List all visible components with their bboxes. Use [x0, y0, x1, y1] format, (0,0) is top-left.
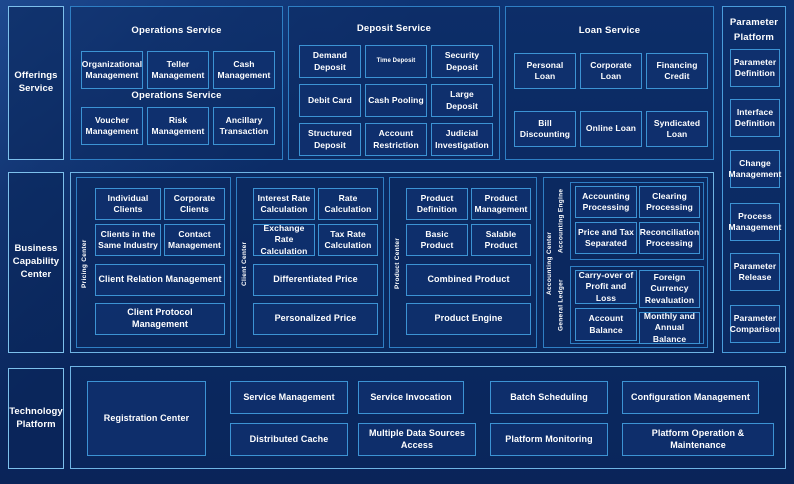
cell-individual-clients[interactable]: Individual Clients [95, 188, 161, 220]
cell-cash-pooling[interactable]: Cash Pooling [365, 84, 427, 117]
cell-clients-in-the-same-industry[interactable]: Clients in the Same Industry [95, 224, 161, 256]
cell-interest-rate-calculation[interactable]: Interest Rate Calculation [253, 188, 315, 220]
cell-syndicated-loan[interactable]: Syndicated Loan [646, 111, 708, 147]
cell-security-deposit[interactable]: Security Deposit [431, 45, 493, 78]
cell-carry-over-of-profit-and-loss[interactable]: Carry-over of Profit and Loss [575, 270, 637, 304]
sidelabel-business-capability-center-text: Business Capability Center [12, 243, 60, 280]
cell-service-invocation[interactable]: Service Invocation [358, 381, 464, 414]
cell-demand-deposit[interactable]: Demand Deposit [299, 45, 361, 78]
cell-bill-discounting[interactable]: Bill Discounting [514, 111, 576, 147]
group-loan-service[interactable]: Loan Service Personal Loan Corporate Loa… [505, 6, 714, 160]
sidelabel-technology-platform-text: Technology Platform [9, 405, 63, 430]
group-operations-service-title: Operations Service [131, 25, 222, 36]
cell-price-and-tax-separated[interactable]: Price and Tax Separated [575, 222, 637, 254]
cell-reconciliation-processing[interactable]: Reconciliation Processing [639, 222, 700, 254]
cell-service-management[interactable]: Service Management [230, 381, 348, 414]
cell-large-deposit[interactable]: Large Deposit [431, 84, 493, 117]
cell-online-loan[interactable]: Online Loan [580, 111, 642, 147]
vlabel-accounting-center: Accounting Center [546, 231, 553, 296]
cell-platform-monitoring[interactable]: Platform Monitoring [490, 423, 608, 456]
cell-clearing-processing[interactable]: Clearing Processing [639, 186, 700, 218]
sidelabel-technology-platform[interactable]: Technology Platform [8, 368, 64, 469]
cell-account-balance[interactable]: Account Balance [575, 308, 637, 341]
cell-client-relation-management[interactable]: Client Relation Management [95, 264, 225, 296]
cell-client-protocol-management[interactable]: Client Protocol Management [95, 303, 225, 335]
cell-monthly-and-annual-balance[interactable]: Monthly and Annual Balance [639, 311, 700, 344]
cell-batch-scheduling[interactable]: Batch Scheduling [490, 381, 608, 414]
cell-risk-management[interactable]: Risk Management [147, 107, 209, 145]
cell-distributed-cache[interactable]: Distributed Cache [230, 423, 348, 456]
cell-parameter-comparison[interactable]: Parameter Comparison [730, 305, 780, 343]
cell-teller-management[interactable]: Teller Management [147, 51, 209, 89]
sidelabel-offerings-service-text: Offerings Service [14, 70, 58, 94]
cell-tax-rate-calculation[interactable]: Tax Rate Calculation [318, 224, 378, 256]
group-operations-service[interactable]: Operations Service Operations Service Or… [70, 6, 283, 160]
group-client-center[interactable]: Client Center Interest Rate Calculation … [236, 177, 384, 348]
vlabel-client-center: Client Center [241, 241, 248, 286]
cell-parameter-definition[interactable]: Parameter Definition [730, 49, 780, 87]
cell-personal-loan[interactable]: Personal Loan [514, 53, 576, 89]
panel-parameter-platform-title-line1: Parameter [729, 17, 779, 28]
cell-registration-center[interactable]: Registration Center [87, 381, 206, 456]
panel-parameter-platform-title-line2: Platform [733, 32, 775, 43]
vlabel-product-center: Product Center [394, 237, 401, 290]
cell-accounting-processing[interactable]: Accounting Processing [575, 186, 637, 218]
group-accounting-center[interactable]: Accounting Center Accounting Engine Gene… [543, 177, 708, 348]
vlabel-pricing-center: Pricing Center [81, 239, 88, 288]
cell-cash-management[interactable]: Cash Management [213, 51, 275, 89]
cell-change-management[interactable]: Change Management [729, 150, 781, 188]
cell-product-definition[interactable]: Product Definition [406, 188, 468, 220]
cell-debit-card[interactable]: Debit Card [299, 84, 361, 117]
sidelabel-business-capability-center[interactable]: Business Capability Center [8, 172, 64, 353]
cell-judicial-investigation[interactable]: Judicial Investigation [431, 123, 493, 156]
cell-time-deposit[interactable]: Time Deposit [365, 45, 427, 78]
cell-process-management[interactable]: Process Management [729, 203, 781, 241]
cell-multiple-data-sources-access[interactable]: Multiple Data Sources Access [358, 423, 476, 456]
group-deposit-service[interactable]: Deposit Service Demand Deposit Time Depo… [288, 6, 500, 160]
group-loan-service-title: Loan Service [578, 25, 641, 36]
cell-corporate-loan[interactable]: Corporate Loan [580, 53, 642, 89]
cell-voucher-management[interactable]: Voucher Management [81, 107, 143, 145]
cell-financing-credit[interactable]: Financing Credit [646, 53, 708, 89]
cell-interface-definition[interactable]: Interface Definition [730, 99, 780, 137]
cell-combined-product[interactable]: Combined Product [406, 264, 531, 296]
sidelabel-offerings-service[interactable]: Offerings Service [8, 6, 64, 160]
group-product-center[interactable]: Product Center Product Definition Produc… [389, 177, 537, 348]
cell-rate-calculation[interactable]: Rate Calculation [318, 188, 378, 220]
cell-product-management[interactable]: Product Management [471, 188, 531, 220]
cell-parameter-release[interactable]: Parameter Release [730, 253, 780, 291]
cell-salable-product[interactable]: Salable Product [471, 224, 531, 256]
cell-configuration-management[interactable]: Configuration Management [622, 381, 759, 414]
cell-ancillary-transaction[interactable]: Ancillary Transaction [213, 107, 275, 145]
cell-organizational-management[interactable]: Organizational Management [81, 51, 143, 89]
vlabel-general-ledger: General Ledger [557, 279, 565, 331]
row-technology-platform-outer: Registration Center Service Management S… [70, 366, 786, 469]
group-operations-service-subtitle: Operations Service [131, 90, 222, 101]
cell-exchange-rate-calculation[interactable]: Exchange Rate Calculation [253, 223, 315, 256]
cell-corporate-clients[interactable]: Corporate Clients [164, 188, 225, 220]
cell-account-restriction[interactable]: Account Restriction [365, 123, 427, 156]
cell-structured-deposit[interactable]: Structured Deposit [299, 123, 361, 156]
cell-personalized-price[interactable]: Personalized Price [253, 303, 378, 335]
group-pricing-center[interactable]: Pricing Center Individual Clients Corpor… [76, 177, 231, 348]
cell-platform-operation-maintenance[interactable]: Platform Operation & Maintenance [622, 423, 774, 456]
cell-basic-product[interactable]: Basic Product [406, 224, 468, 256]
cell-differentiated-price[interactable]: Differentiated Price [253, 264, 378, 296]
group-deposit-service-title: Deposit Service [356, 23, 432, 34]
cell-contact-management[interactable]: Contact Management [164, 224, 225, 256]
cell-product-engine[interactable]: Product Engine [406, 303, 531, 335]
vlabel-accounting-engine: Accounting Engine [557, 188, 565, 254]
panel-parameter-platform[interactable]: Parameter Platform Parameter Definition … [722, 6, 786, 353]
cell-foreign-currency-revaluation[interactable]: Foreign Currency Revaluation [639, 270, 700, 308]
